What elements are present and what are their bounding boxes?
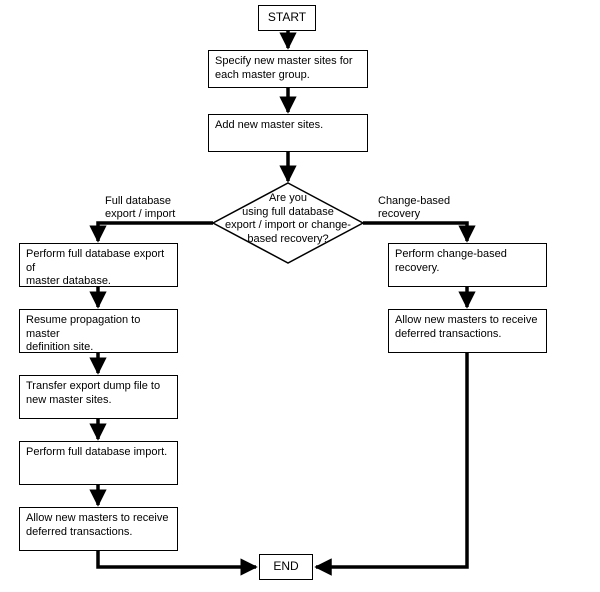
node-perform-full-database-import-label: Perform full database import. [26,446,168,458]
node-start-label: START [267,10,307,25]
connector-decision-left-branch [89,221,213,243]
node-allow-new-masters-right[interactable]: Allow new masters to receive deferred tr… [388,309,547,353]
node-perform-change-based-recovery[interactable]: Perform change-based recovery. [388,243,547,287]
node-allow-new-masters-left[interactable]: Allow new masters to receive deferred tr… [19,507,178,551]
node-add-new-master-sites[interactable]: Add new master sites. [208,114,368,152]
node-transfer-export-dump-file[interactable]: Transfer export dump file to new master … [19,375,178,419]
node-perform-full-database-export-label: Perform full database export of master d… [26,248,165,287]
node-allow-new-masters-left-label: Allow new masters to receive deferred tr… [26,512,169,538]
decision-diamond-shape [211,182,365,264]
node-add-new-master-sites-label: Add new master sites. [215,119,324,131]
node-perform-full-database-import[interactable]: Perform full database import. [19,441,178,485]
node-resume-propagation[interactable]: Resume propagation to master definition … [19,309,178,353]
node-perform-change-based-recovery-label: Perform change-based recovery. [395,248,507,274]
node-allow-new-masters-right-label: Allow new masters to receive deferred tr… [395,314,538,340]
branch-label-full-database-export-import: Full database export / import [105,195,176,220]
connector-right2-to-end [314,353,469,576]
node-transfer-export-dump-file-label: Transfer export dump file to new master … [26,380,161,406]
node-perform-full-database-export[interactable]: Perform full database export of master d… [19,243,178,287]
node-end[interactable]: END [259,554,313,580]
node-start[interactable]: START [258,5,316,31]
connector-decision-right-branch [363,221,476,243]
branch-label-change-based-recovery: Change-based recovery [378,195,451,220]
node-specify-new-master-sites-label: Specify new master sites for each master… [215,55,353,81]
node-specify-new-master-sites[interactable]: Specify new master sites for each master… [208,50,368,88]
connector-left5-to-end [96,551,258,576]
node-end-label: END [273,559,299,574]
node-resume-propagation-label: Resume propagation to master definition … [26,314,141,353]
